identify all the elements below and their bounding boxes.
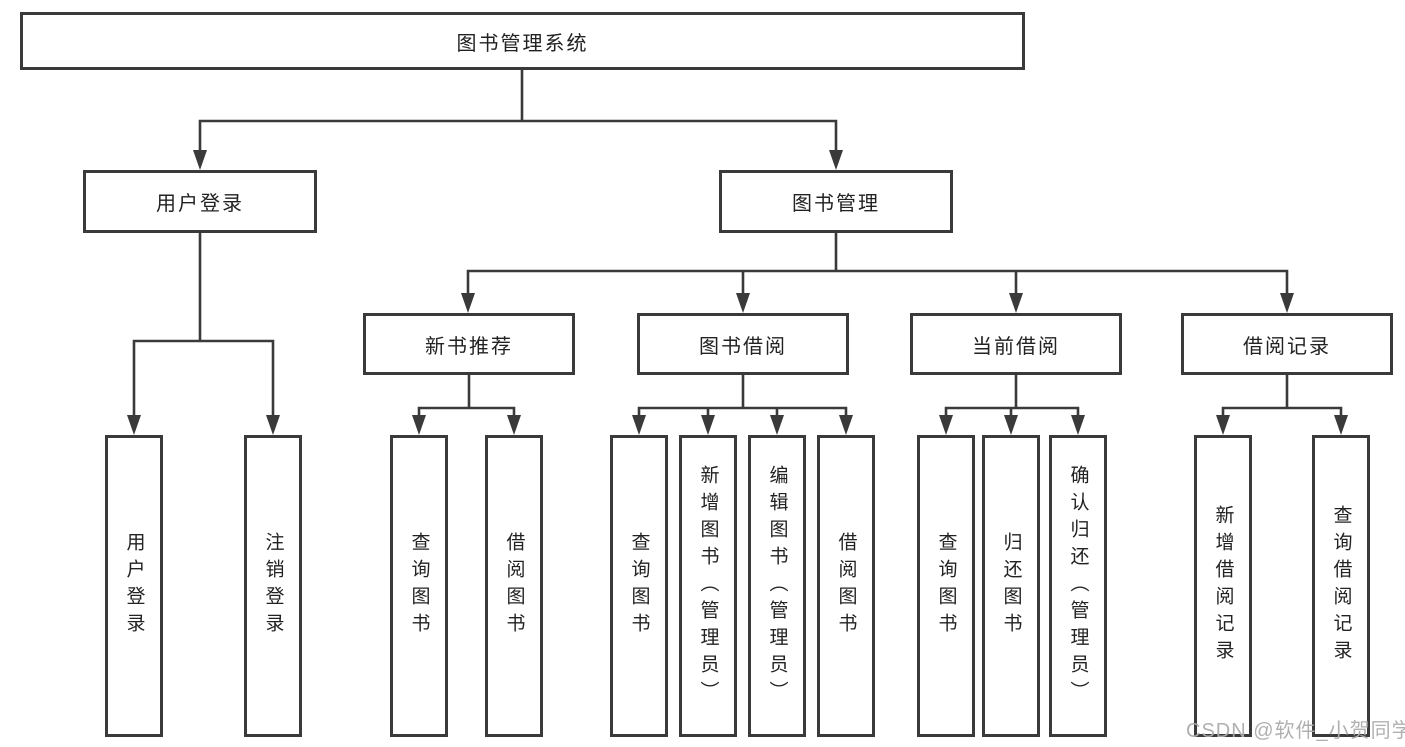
arrowheads xyxy=(127,150,1348,435)
leaf-query-books-1-label: 查询图书 xyxy=(408,532,430,640)
leaf-logout-label: 注销登录 xyxy=(262,532,284,640)
node-borrow-records: 借阅记录 xyxy=(1181,313,1393,375)
leaf-borrow-books-2: 借阅图书 xyxy=(817,435,875,737)
node-new-book-recommend: 新书推荐 xyxy=(363,313,575,375)
leaf-return-books: 归还图书 xyxy=(982,435,1040,737)
node-book-management-label: 图书管理 xyxy=(792,193,880,215)
leaf-edit-books-admin: 编辑图书（管理员） xyxy=(748,435,806,737)
leaf-add-borrow-record-label: 新增借阅记录 xyxy=(1212,505,1234,667)
leaf-add-books-admin-label: 新增图书（管理员） xyxy=(697,464,719,708)
node-user-login: 用户登录 xyxy=(83,170,317,233)
node-current-borrow: 当前借阅 xyxy=(910,313,1122,375)
node-root-system: 图书管理系统 xyxy=(20,12,1025,70)
leaf-user-login: 用户登录 xyxy=(105,435,163,737)
leaf-query-books-3: 查询图书 xyxy=(917,435,975,737)
leaf-add-borrow-record: 新增借阅记录 xyxy=(1194,435,1252,737)
leaf-edit-books-admin-label: 编辑图书（管理员） xyxy=(766,464,788,708)
leaf-user-login-label: 用户登录 xyxy=(123,532,145,640)
node-current-borrow-label: 当前借阅 xyxy=(972,335,1060,358)
leaf-borrow-books-2-label: 借阅图书 xyxy=(835,532,857,640)
leaf-add-books-admin: 新增图书（管理员） xyxy=(679,435,737,737)
node-root-label: 图书管理系统 xyxy=(456,32,589,55)
node-book-borrow: 图书借阅 xyxy=(637,313,849,375)
node-borrow-records-label: 借阅记录 xyxy=(1243,335,1331,358)
leaf-return-books-label: 归还图书 xyxy=(1000,532,1022,640)
node-new-book-recommend-label: 新书推荐 xyxy=(425,335,513,358)
leaf-confirm-return-admin-label: 确认归还（管理员） xyxy=(1067,464,1089,708)
node-user-login-label: 用户登录 xyxy=(156,193,244,215)
leaf-query-books-3-label: 查询图书 xyxy=(935,532,957,640)
leaf-logout: 注销登录 xyxy=(244,435,302,737)
leaf-query-borrow-record-label: 查询借阅记录 xyxy=(1330,505,1352,667)
leaf-query-books-2-label: 查询图书 xyxy=(628,532,650,640)
leaf-borrow-books-1-label: 借阅图书 xyxy=(503,532,525,640)
leaf-query-borrow-record: 查询借阅记录 xyxy=(1312,435,1370,737)
leaf-confirm-return-admin: 确认归还（管理员） xyxy=(1049,435,1107,737)
leaf-borrow-books-1: 借阅图书 xyxy=(485,435,543,737)
node-book-management: 图书管理 xyxy=(719,170,953,233)
leaf-query-books-1: 查询图书 xyxy=(390,435,448,737)
node-book-borrow-label: 图书借阅 xyxy=(699,335,787,358)
leaf-query-books-2: 查询图书 xyxy=(610,435,668,737)
csdn-watermark: CSDN @软件_小贺同学 xyxy=(1186,720,1405,742)
